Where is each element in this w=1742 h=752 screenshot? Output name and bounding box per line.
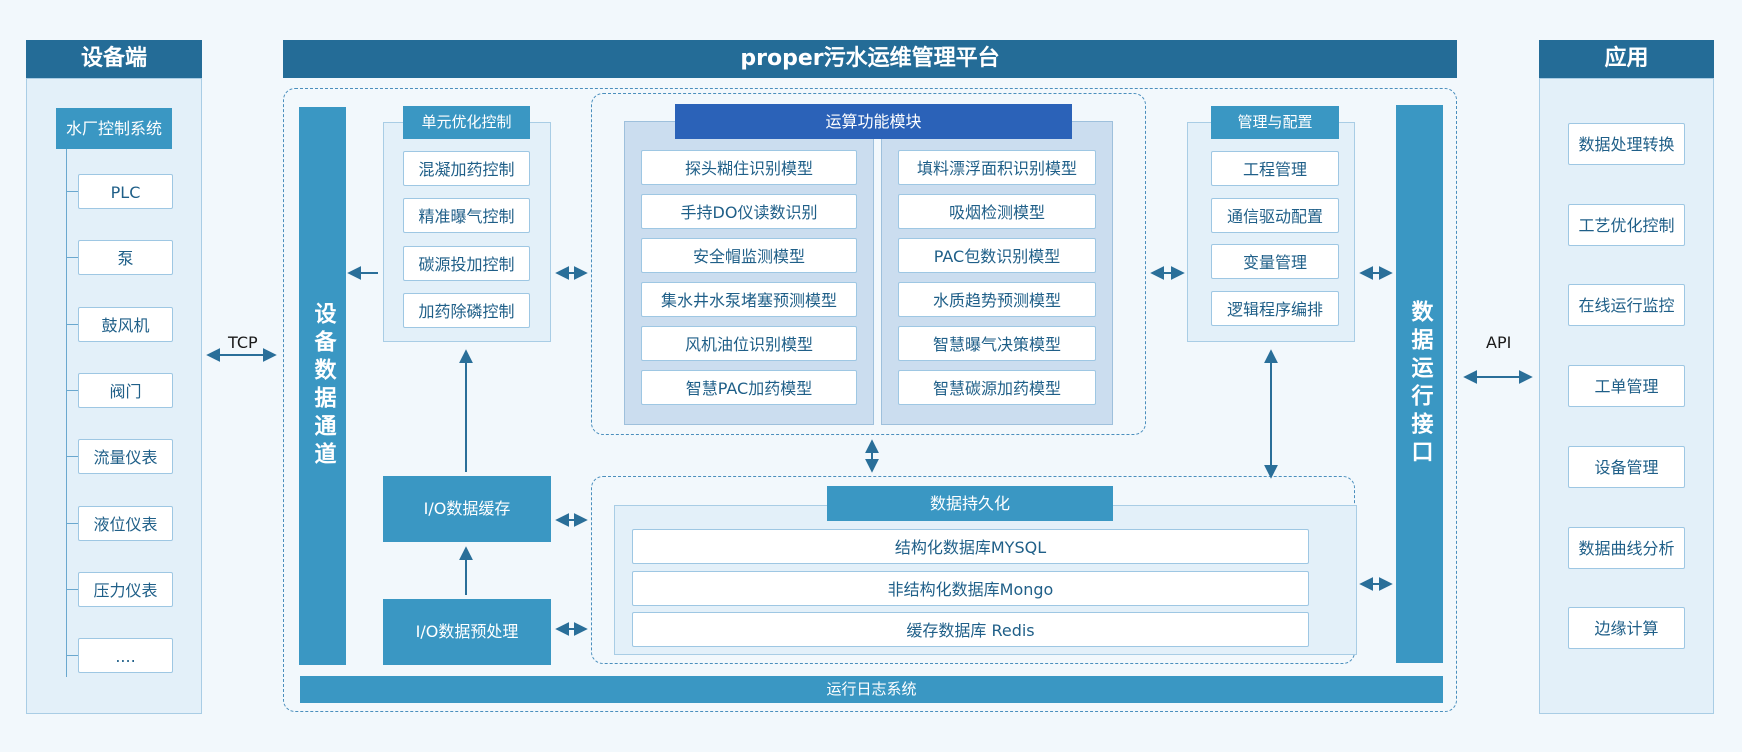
- device-item: 液位仪表: [78, 505, 173, 541]
- compute-model-item: 智慧碳源加药模型: [898, 370, 1096, 405]
- device-tree-branch: [66, 522, 78, 524]
- management-item: 逻辑程序编排: [1211, 291, 1339, 327]
- app-item: 数据处理转换: [1568, 123, 1685, 165]
- unit-control-item: 加药除磷控制: [403, 292, 530, 328]
- device-item: PLC: [78, 174, 173, 209]
- unit-control-title: 单元优化控制: [403, 106, 530, 139]
- device-item: ....: [78, 638, 173, 674]
- compute-model-item: 填料漂浮面积识别模型: [898, 150, 1096, 185]
- compute-model-item: 手持DO仪读数识别: [641, 194, 857, 229]
- management-title: 管理与配置: [1211, 106, 1339, 139]
- database-item: 非结构化数据库Mongo: [632, 570, 1309, 606]
- platform-header: proper污水运维管理平台: [283, 40, 1457, 78]
- device-tree-branch: [66, 323, 78, 325]
- management-item: 通信驱动配置: [1211, 197, 1339, 233]
- device-tree-branch: [66, 389, 78, 391]
- app-item: 边缘计算: [1568, 607, 1685, 650]
- apps-header: 应用: [1539, 40, 1714, 78]
- device-item: 鼓风机: [78, 306, 173, 342]
- compute-model-item: 吸烟检测模型: [898, 194, 1096, 229]
- device-item: 阀门: [78, 372, 173, 408]
- compute-frame: [591, 93, 1146, 435]
- compute-model-item: 安全帽监测模型: [641, 238, 857, 273]
- device-item: 压力仪表: [78, 571, 173, 607]
- device-tree-line: [66, 149, 67, 677]
- management-item: 工程管理: [1211, 151, 1339, 186]
- app-item: 数据曲线分析: [1568, 526, 1685, 569]
- unit-control-item: 精准曝气控制: [403, 198, 530, 234]
- device-tree-branch: [66, 257, 78, 259]
- app-item: 在线运行监控: [1568, 284, 1685, 327]
- device-item: 流量仪表: [78, 439, 173, 475]
- app-item: 工艺优化控制: [1568, 203, 1685, 246]
- device-tree-branch: [66, 456, 78, 458]
- persistence-title: 数据持久化: [827, 486, 1113, 521]
- io-preprocess-box: I/O数据预处理: [383, 599, 551, 665]
- api-label: API: [1486, 333, 1512, 352]
- app-item: 工单管理: [1568, 365, 1685, 408]
- compute-model-item: 探头糊住识别模型: [641, 150, 857, 185]
- compute-model-item: 水质趋势预测模型: [898, 282, 1096, 317]
- platform-frame: [283, 88, 1457, 712]
- database-item: 结构化数据库MYSQL: [632, 529, 1309, 564]
- device-tree-branch: [66, 588, 78, 590]
- device-data-channel: 设备数据通道: [299, 107, 346, 665]
- compute-model-item: 集水井水泵堵塞预测模型: [641, 282, 857, 317]
- compute-model-item: 智慧PAC加药模型: [641, 370, 857, 405]
- data-run-interface: 数据运行接口: [1396, 105, 1443, 663]
- plant-control-system: 水厂控制系统: [56, 108, 172, 149]
- device-tree-branch: [66, 655, 78, 657]
- app-item: 设备管理: [1568, 445, 1685, 488]
- log-system-bar: 运行日志系统: [300, 676, 1443, 703]
- device-side-header: 设备端: [26, 40, 202, 78]
- device-tree-branch: [66, 191, 78, 192]
- unit-control-item: 碳源投加控制: [403, 245, 530, 281]
- tcp-label: TCP: [228, 333, 258, 352]
- database-item: 缓存数据库 Redis: [632, 612, 1309, 647]
- compute-model-item: 智慧曝气决策模型: [898, 326, 1096, 361]
- unit-control-item: 混凝加药控制: [403, 151, 530, 186]
- compute-title: 运算功能模块: [675, 104, 1072, 139]
- compute-model-item: 风机油位识别模型: [641, 326, 857, 361]
- compute-model-item: PAC包数识别模型: [898, 238, 1096, 273]
- management-item: 变量管理: [1211, 244, 1339, 280]
- io-cache-box: I/O数据缓存: [383, 476, 551, 542]
- device-item: 泵: [78, 240, 173, 276]
